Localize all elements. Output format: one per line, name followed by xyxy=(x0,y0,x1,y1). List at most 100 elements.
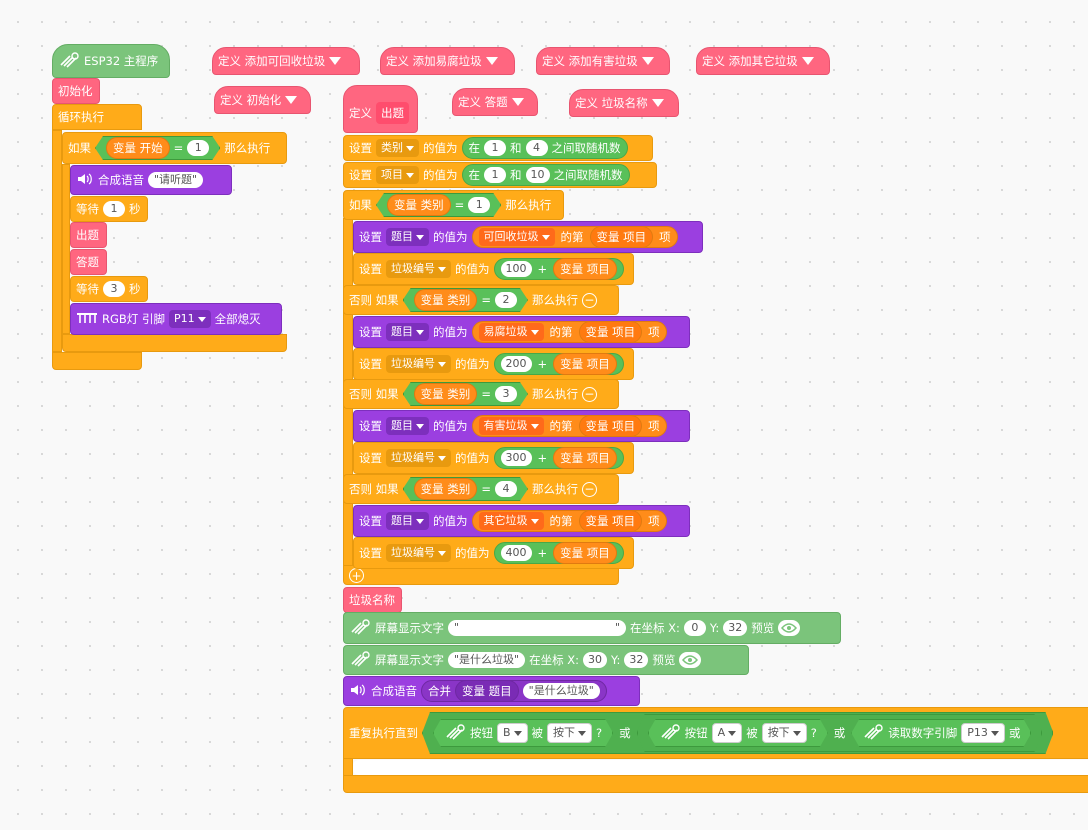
collapse-arrow-icon[interactable] xyxy=(285,96,298,104)
add-branch-icon[interactable]: + xyxy=(349,568,364,583)
screen-x-input-2[interactable]: 30 xyxy=(583,652,608,668)
var-category-reporter[interactable]: 变量 类别 xyxy=(414,383,478,405)
define-add-hazardous[interactable]: 定义 添加有害垃圾 xyxy=(536,47,670,75)
var-item-reporter[interactable]: 变量 项目 xyxy=(553,542,617,564)
eye-icon[interactable] xyxy=(778,620,801,636)
add-reporter[interactable]: 300 + 变量 项目 xyxy=(493,447,624,469)
var-item-reporter[interactable]: 变量 项目 xyxy=(553,447,617,469)
if-start-block[interactable]: 如果 变量 开始 = 1 那么执行 xyxy=(62,132,287,164)
var-start-reporter[interactable]: 变量 开始 xyxy=(106,137,170,159)
item-var-dropdown[interactable]: 项目 xyxy=(376,166,419,184)
collapse-arrow-icon[interactable] xyxy=(329,57,342,65)
collapse-arrow-icon[interactable] xyxy=(485,57,498,65)
category-value-input[interactable]: 1 xyxy=(468,197,490,213)
rgb-off-block[interactable]: RGB灯 引脚 P11 全部熄灭 xyxy=(70,303,282,335)
category-condition[interactable]: 变量 类别 = 2 xyxy=(403,288,528,312)
category-condition[interactable]: 变量 类别 = 3 xyxy=(403,382,528,406)
var-category-reporter[interactable]: 变量 类别 xyxy=(414,289,478,311)
var-item-reporter[interactable]: 变量 项目 xyxy=(553,258,617,280)
collapse-arrow-icon[interactable] xyxy=(641,57,654,65)
button-b-dropdown[interactable]: B xyxy=(497,723,528,743)
speak-block[interactable]: 合成语音 "请听题" xyxy=(70,165,232,195)
join-text-input[interactable]: "是什么垃圾" xyxy=(522,683,600,699)
set-topic-block[interactable]: 设置 题目 的值为 易腐垃圾 的第 变量 项目 项 xyxy=(353,316,690,348)
list-item-reporter[interactable]: 其它垃圾 的第 变量 项目 项 xyxy=(471,510,667,532)
set-topic-block[interactable]: 设置 题目 的值为 有害垃圾 的第 变量 项目 项 xyxy=(353,410,690,442)
screen-text-input-2[interactable]: "是什么垃圾" xyxy=(448,652,526,668)
set-code-block[interactable]: 设置 垃圾编号 的值为 400 + 变量 项目 xyxy=(353,537,634,569)
base-code-input[interactable]: 200 xyxy=(500,356,532,372)
list-item-reporter[interactable]: 可回收垃圾 的第 变量 项目 项 xyxy=(471,226,678,248)
code-var-dropdown[interactable]: 垃圾编号 xyxy=(386,544,451,562)
branch-condition-row[interactable]: 否则 如果 变量 类别 = 2 那么执行 − xyxy=(343,285,619,315)
button-a-condition[interactable]: 按钮 A 被 按下 ? xyxy=(648,719,828,747)
eq-value-input[interactable]: 1 xyxy=(187,140,209,156)
collapse-arrow-icon[interactable] xyxy=(651,99,664,107)
base-code-input[interactable]: 100 xyxy=(500,261,532,277)
category-var-dropdown[interactable]: 类别 xyxy=(376,139,419,157)
main-program-hat[interactable]: ESP32 主程序 xyxy=(52,44,170,78)
call-question-block[interactable]: 出题 xyxy=(70,222,107,248)
collapse-arrow-icon[interactable] xyxy=(511,98,524,106)
list-dropdown[interactable]: 其它垃圾 xyxy=(478,512,544,530)
define-add-perishable[interactable]: 定义 添加易腐垃圾 xyxy=(380,47,515,75)
category-value-input[interactable]: 2 xyxy=(495,292,517,308)
wait-3-input[interactable]: 3 xyxy=(103,281,125,297)
code-var-dropdown[interactable]: 垃圾编号 xyxy=(386,355,451,373)
pin-dropdown[interactable]: P13 xyxy=(961,723,1005,743)
base-code-input[interactable]: 300 xyxy=(500,450,532,466)
screen-y-input-2[interactable]: 32 xyxy=(624,652,649,668)
list-dropdown[interactable]: 可回收垃圾 xyxy=(478,228,555,246)
define-garbage-name[interactable]: 定义 垃圾名称 xyxy=(569,89,679,117)
random-reporter[interactable]: 在 1 和 10 之间取随机数 xyxy=(461,164,630,186)
set-category-random[interactable]: 设置 类别 的值为 在 1 和 4 之间取随机数 xyxy=(343,135,653,161)
set-topic-block[interactable]: 设置 题目 的值为 可回收垃圾 的第 变量 项目 项 xyxy=(353,221,703,253)
branch-condition-row[interactable]: 否则 如果 变量 类别 = 4 那么执行 − xyxy=(343,474,619,504)
call-garbage-name-block[interactable]: 垃圾名称 xyxy=(343,587,402,613)
rand-max-input[interactable]: 4 xyxy=(525,140,548,156)
var-item-reporter[interactable]: 变量 项目 xyxy=(578,415,643,437)
code-var-dropdown[interactable]: 垃圾编号 xyxy=(386,260,451,278)
category-condition[interactable]: 变量 类别 = 4 xyxy=(403,477,528,501)
digital-read-condition[interactable]: 读取数字引脚 P13 或 xyxy=(851,719,1031,747)
define-add-other[interactable]: 定义 添加其它垃圾 xyxy=(696,47,830,75)
add-reporter[interactable]: 200 + 变量 项目 xyxy=(493,353,624,375)
topic-var-dropdown[interactable]: 题目 xyxy=(386,417,429,435)
define-answer[interactable]: 定义 答题 xyxy=(452,88,538,116)
or-condition-1[interactable]: 按钮 B 被 按下 ? 或 按钮 A 被 按下 ? 或 读取数字引脚 P13 或 xyxy=(422,712,1053,754)
define-add-recyclable[interactable]: 定义 添加可回收垃圾 xyxy=(212,47,360,75)
branch-condition-row[interactable]: 如果 变量 类别 = 1 那么执行 xyxy=(343,190,564,220)
set-code-block[interactable]: 设置 垃圾编号 的值为 200 + 变量 项目 xyxy=(353,348,634,380)
category-condition[interactable]: 变量 类别 = 1 xyxy=(376,193,501,217)
define-init[interactable]: 定义 初始化 xyxy=(214,86,311,114)
rand-min-input[interactable]: 1 xyxy=(484,140,506,156)
speak-text-input[interactable]: "请听题" xyxy=(148,172,204,188)
list-item-reporter[interactable]: 易腐垃圾 的第 变量 项目 项 xyxy=(471,321,667,343)
set-code-block[interactable]: 设置 垃圾编号 的值为 300 + 变量 项目 xyxy=(353,442,634,474)
var-item-reporter[interactable]: 变量 项目 xyxy=(553,353,617,375)
button-b-condition[interactable]: 按钮 B 被 按下 ? xyxy=(433,719,613,747)
set-code-block[interactable]: 设置 垃圾编号 的值为 100 + 变量 项目 xyxy=(353,253,634,285)
remove-branch-icon[interactable]: − xyxy=(581,386,597,402)
collapse-arrow-icon[interactable] xyxy=(801,57,814,65)
set-item-random[interactable]: 设置 项目 的值为 在 1 和 10 之间取随机数 xyxy=(343,162,657,188)
forever-loop-top[interactable]: 循环执行 xyxy=(52,104,142,130)
repeat-until-block[interactable]: 重复执行直到 按钮 B 被 按下 ? 或 按钮 A 被 按下 ? 或 读取数字引… xyxy=(343,707,1088,759)
rand-min-input[interactable]: 1 xyxy=(484,167,506,183)
wait-1-block[interactable]: 等待 1 秒 xyxy=(70,196,148,222)
screen-text-input-1[interactable]: "" xyxy=(448,620,626,636)
speak-join-block[interactable]: 合成语音 合并 变量 题目 "是什么垃圾" xyxy=(343,676,640,706)
init-call-block[interactable]: 初始化 xyxy=(52,78,100,104)
add-reporter[interactable]: 100 + 变量 项目 xyxy=(493,258,624,280)
category-value-input[interactable]: 3 xyxy=(495,386,517,402)
add-reporter[interactable]: 400 + 变量 项目 xyxy=(493,542,624,564)
base-code-input[interactable]: 400 xyxy=(500,545,532,561)
define-name-box[interactable]: 出题 xyxy=(376,102,409,124)
screen-text-block-2[interactable]: 屏幕显示文字 "是什么垃圾" 在坐标 X: 30 Y: 32 预览 xyxy=(343,645,749,675)
or-condition-2[interactable]: 按钮 A 被 按下 ? 或 读取数字引脚 P13 或 xyxy=(637,714,1043,752)
var-category-reporter[interactable]: 变量 类别 xyxy=(387,194,451,216)
screen-y-input-1[interactable]: 32 xyxy=(723,620,748,636)
var-item-reporter[interactable]: 变量 项目 xyxy=(578,510,643,532)
wait-3-block[interactable]: 等待 3 秒 xyxy=(70,276,148,302)
screen-x-input-1[interactable]: 0 xyxy=(683,620,706,636)
